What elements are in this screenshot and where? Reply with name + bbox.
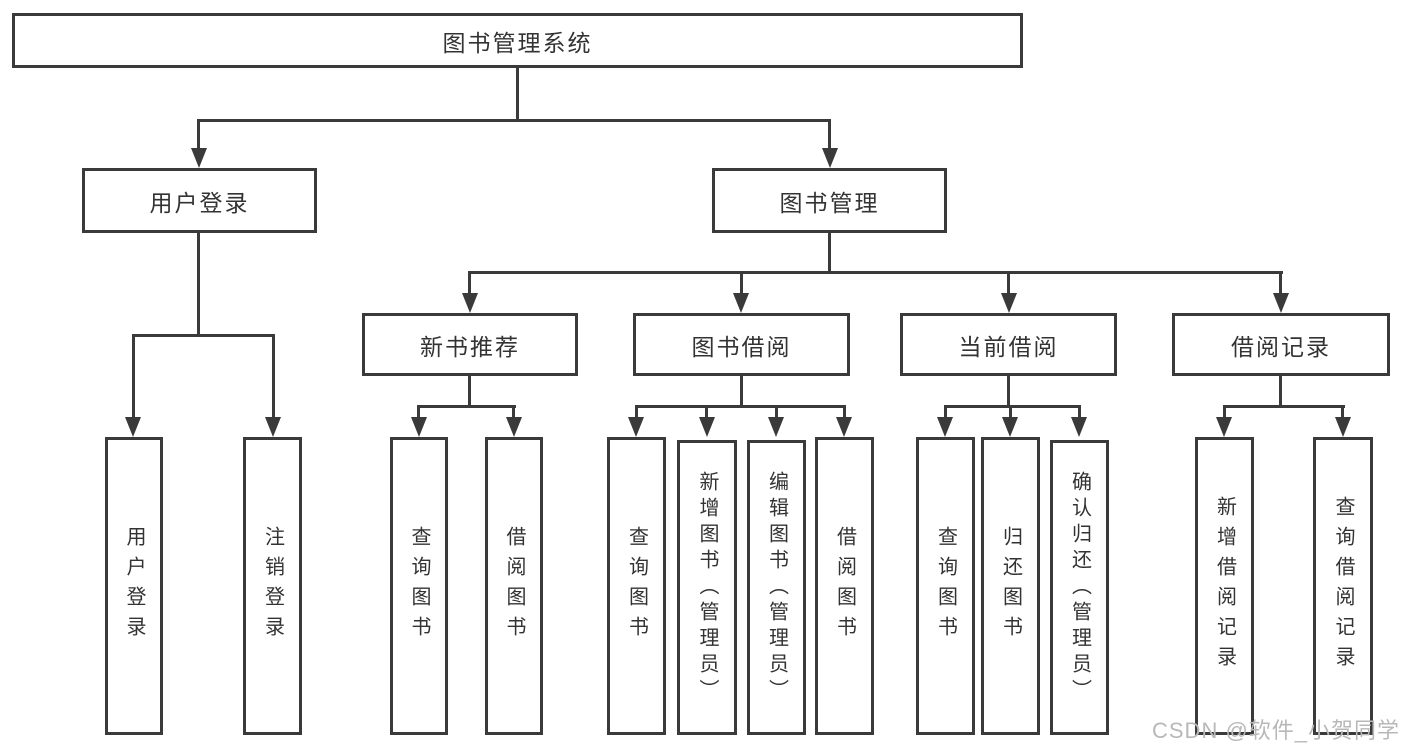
connector-userlogin-stem	[197, 232, 200, 336]
connector-borrowing-hbar	[635, 405, 846, 408]
leaf-label: 用户登录	[123, 526, 145, 646]
connector-drop	[635, 405, 638, 420]
node-book-management: 图书管理	[712, 168, 947, 233]
arrow-down-icon	[699, 417, 715, 437]
arrow-down-icon	[822, 148, 838, 168]
leaf-label: 借阅图书	[503, 526, 525, 646]
connector-drop	[705, 405, 708, 420]
connector-drop	[512, 405, 515, 420]
arrow-down-icon	[1002, 417, 1018, 437]
connector-drop	[1341, 405, 1344, 420]
leaf-newbook-query-books: 查询图书	[390, 437, 448, 735]
connector-drop-new-book	[468, 271, 471, 297]
node-book-borrowing: 图书借阅	[633, 313, 850, 376]
leaf-logout: 注销登录	[243, 437, 302, 735]
leaf-label: 查询借阅记录	[1332, 496, 1354, 676]
leaf-label: 借阅图书	[833, 526, 856, 646]
arrow-down-icon	[1273, 293, 1289, 313]
arrow-down-icon	[462, 293, 478, 313]
connector-drop-leaf-login	[132, 334, 135, 420]
leaf-label: 查询图书	[625, 526, 648, 646]
node-user-login: 用户登录	[82, 168, 317, 233]
leaf-current-confirm-return-admin: 确认归还（管理员）	[1050, 440, 1109, 735]
connector-userlogin-hbar	[132, 334, 275, 337]
leaf-label: 新增图书（管理员）	[696, 470, 718, 705]
connector-current-stem	[1007, 376, 1010, 408]
connector-drop-current-borrow	[1007, 271, 1010, 297]
leaf-label: 新增借阅记录	[1213, 496, 1236, 676]
arrow-down-icon	[265, 417, 281, 437]
leaf-label: 确认归还（管理员）	[1068, 470, 1091, 705]
connector-drop-book-borrow	[740, 271, 743, 297]
leaf-borrowing-borrow-books: 借阅图书	[815, 437, 874, 735]
leaf-records-add-borrow-record: 新增借阅记录	[1195, 437, 1254, 735]
connector-current-hbar	[944, 405, 1081, 408]
node-library-management-system: 图书管理系统	[12, 13, 1023, 68]
node-current-borrowing: 当前借阅	[900, 313, 1117, 376]
leaf-newbook-borrow-books: 借阅图书	[485, 437, 543, 735]
arrow-down-icon	[1001, 293, 1017, 313]
connector-drop	[843, 405, 846, 420]
arrow-down-icon	[1216, 417, 1232, 437]
connector-borrowing-stem	[740, 376, 743, 408]
csdn-watermark: CSDN @软件_小贺同学	[1152, 718, 1401, 743]
connector-drop-user-login	[197, 119, 200, 151]
connector-root-stem	[516, 68, 519, 120]
leaf-borrowing-query-books: 查询图书	[607, 437, 666, 735]
connector-newbook-hbar	[417, 405, 516, 408]
connector-drop	[1078, 405, 1081, 420]
connector-records-hbar	[1223, 405, 1345, 408]
leaf-label: 归还图书	[999, 526, 1022, 646]
leaf-label: 查询图书	[408, 526, 430, 646]
leaf-current-query-books: 查询图书	[916, 437, 975, 735]
arrow-down-icon	[1071, 417, 1087, 437]
connector-drop	[775, 405, 778, 420]
connector-newbook-stem	[468, 376, 471, 408]
arrow-down-icon	[1335, 417, 1351, 437]
connector-bookmgmt-stem	[828, 233, 831, 273]
leaf-label: 编辑图书（管理员）	[765, 470, 788, 705]
connector-drop	[944, 405, 947, 420]
node-borrowing-records: 借阅记录	[1172, 313, 1390, 376]
leaf-records-query-borrow-record: 查询借阅记录	[1313, 437, 1373, 735]
arrow-down-icon	[628, 417, 644, 437]
connector-drop-leaf-logout	[272, 334, 275, 420]
connector-drop	[1009, 405, 1012, 420]
leaf-borrowing-edit-book-admin: 编辑图书（管理员）	[747, 440, 806, 735]
arrow-down-icon	[937, 417, 953, 437]
arrow-down-icon	[125, 417, 141, 437]
connector-drop-borrow-records	[1279, 271, 1282, 297]
leaf-label: 查询图书	[934, 526, 957, 646]
leaf-label: 注销登录	[261, 526, 284, 646]
connector-drop-book-management	[828, 119, 831, 151]
connector-drop	[417, 405, 420, 420]
arrow-down-icon	[836, 417, 852, 437]
arrow-down-icon	[733, 293, 749, 313]
leaf-current-return-books: 归还图书	[981, 437, 1040, 735]
connector-records-stem	[1279, 376, 1282, 408]
connector-root-hbar	[197, 119, 831, 122]
leaf-user-login: 用户登录	[105, 437, 163, 735]
connector-drop	[1223, 405, 1226, 420]
arrow-down-icon	[506, 417, 522, 437]
arrow-down-icon	[768, 417, 784, 437]
leaf-borrowing-add-book-admin: 新增图书（管理员）	[677, 440, 737, 735]
connector-bookmgmt-hbar	[468, 271, 1283, 274]
arrow-down-icon	[191, 148, 207, 168]
arrow-down-icon	[411, 417, 427, 437]
node-new-book-recommendation: 新书推荐	[362, 313, 578, 376]
